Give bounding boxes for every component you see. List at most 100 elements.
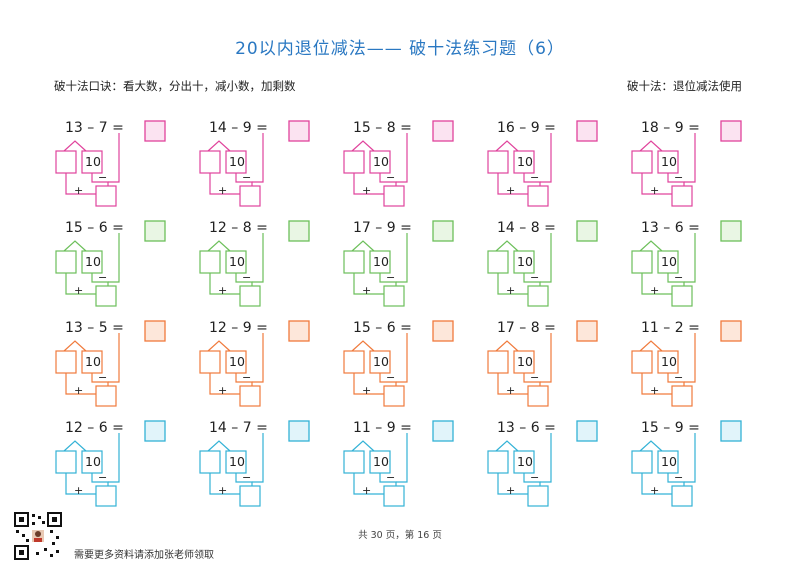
- plus-sign: +: [74, 484, 84, 497]
- answer-box[interactable]: [432, 420, 454, 442]
- remainder-box[interactable]: [487, 350, 509, 374]
- answer-box[interactable]: [432, 320, 454, 342]
- remainder-box[interactable]: [631, 150, 653, 174]
- remainder-box[interactable]: [487, 250, 509, 274]
- remainder-box[interactable]: [343, 250, 365, 274]
- answer-box[interactable]: [144, 320, 166, 342]
- mnemonic-note: 破十法口诀：看大数，分出十，减小数，加剩数: [54, 79, 296, 93]
- remainder-box[interactable]: [343, 350, 365, 374]
- plus-sign: +: [506, 184, 516, 197]
- remainder-box[interactable]: [199, 250, 221, 274]
- remainder-box[interactable]: [55, 350, 77, 374]
- result-box[interactable]: [383, 485, 405, 507]
- remainder-box[interactable]: [55, 250, 77, 274]
- problem: 15 – 6 =10−+: [50, 218, 200, 313]
- result-box[interactable]: [95, 385, 117, 407]
- minus-sign: −: [674, 171, 684, 184]
- equation-text: 17 – 9 =: [353, 220, 412, 236]
- decomposition-diagram: [199, 420, 310, 507]
- result-box[interactable]: [239, 285, 261, 307]
- result-box[interactable]: [527, 185, 549, 207]
- result-box[interactable]: [671, 485, 693, 507]
- equation-text: 16 – 9 =: [497, 120, 556, 136]
- decomposition-diagram: [343, 220, 454, 307]
- ten-label: 10: [517, 354, 533, 369]
- answer-box[interactable]: [144, 220, 166, 242]
- plus-sign: +: [218, 184, 228, 197]
- answer-box[interactable]: [576, 320, 598, 342]
- minus-sign: −: [98, 371, 108, 384]
- minus-sign: −: [242, 471, 252, 484]
- result-box[interactable]: [383, 185, 405, 207]
- result-box[interactable]: [671, 385, 693, 407]
- minus-sign: −: [386, 371, 396, 384]
- remainder-box[interactable]: [55, 450, 77, 474]
- answer-box[interactable]: [720, 220, 742, 242]
- answer-box[interactable]: [144, 120, 166, 142]
- minus-sign: −: [386, 171, 396, 184]
- problem: 13 – 6 =10−+: [482, 418, 632, 513]
- remainder-box[interactable]: [631, 350, 653, 374]
- answer-box[interactable]: [288, 320, 310, 342]
- answer-box[interactable]: [144, 420, 166, 442]
- answer-box[interactable]: [432, 120, 454, 142]
- problem: 12 – 9 =10−+: [194, 318, 344, 413]
- decomposition-diagram: [55, 420, 166, 507]
- result-box[interactable]: [239, 185, 261, 207]
- decomposition-diagram: [631, 120, 742, 207]
- result-box[interactable]: [383, 385, 405, 407]
- plus-sign: +: [650, 484, 660, 497]
- method-note: 破十法：退位减法使用: [627, 79, 742, 93]
- answer-box[interactable]: [288, 120, 310, 142]
- remainder-box[interactable]: [199, 350, 221, 374]
- plus-sign: +: [506, 384, 516, 397]
- equation-text: 12 – 6 =: [65, 420, 124, 436]
- result-box[interactable]: [527, 285, 549, 307]
- remainder-box[interactable]: [55, 150, 77, 174]
- equation-text: 11 – 9 =: [353, 420, 412, 436]
- answer-box[interactable]: [576, 420, 598, 442]
- answer-box[interactable]: [720, 120, 742, 142]
- problem: 17 – 8 =10−+: [482, 318, 632, 413]
- equation-text: 12 – 9 =: [209, 320, 268, 336]
- remainder-box[interactable]: [631, 450, 653, 474]
- answer-box[interactable]: [576, 120, 598, 142]
- answer-box[interactable]: [576, 220, 598, 242]
- minus-sign: −: [98, 471, 108, 484]
- remainder-box[interactable]: [487, 150, 509, 174]
- equation-text: 12 – 8 =: [209, 220, 268, 236]
- problem: 16 – 9 =10−+: [482, 118, 632, 213]
- problem: 13 – 6 =10−+: [626, 218, 776, 313]
- minus-sign: −: [674, 471, 684, 484]
- result-box[interactable]: [239, 385, 261, 407]
- answer-box[interactable]: [720, 320, 742, 342]
- answer-box[interactable]: [720, 420, 742, 442]
- result-box[interactable]: [383, 285, 405, 307]
- ten-label: 10: [517, 454, 533, 469]
- equation-text: 15 – 6 =: [353, 320, 412, 336]
- remainder-box[interactable]: [343, 150, 365, 174]
- result-box[interactable]: [239, 485, 261, 507]
- answer-box[interactable]: [288, 220, 310, 242]
- result-box[interactable]: [527, 485, 549, 507]
- ten-label: 10: [85, 254, 101, 269]
- result-box[interactable]: [95, 285, 117, 307]
- remainder-box[interactable]: [199, 450, 221, 474]
- minus-sign: −: [98, 271, 108, 284]
- remainder-box[interactable]: [631, 250, 653, 274]
- answer-box[interactable]: [432, 220, 454, 242]
- answer-box[interactable]: [288, 420, 310, 442]
- result-box[interactable]: [527, 385, 549, 407]
- result-box[interactable]: [671, 285, 693, 307]
- minus-sign: −: [530, 471, 540, 484]
- ten-label: 10: [229, 154, 245, 169]
- remainder-box[interactable]: [343, 450, 365, 474]
- remainder-box[interactable]: [487, 450, 509, 474]
- result-box[interactable]: [671, 185, 693, 207]
- result-box[interactable]: [95, 185, 117, 207]
- equation-text: 13 – 7 =: [65, 120, 124, 136]
- remainder-box[interactable]: [199, 150, 221, 174]
- result-box[interactable]: [95, 485, 117, 507]
- decomposition-diagram: [487, 120, 598, 207]
